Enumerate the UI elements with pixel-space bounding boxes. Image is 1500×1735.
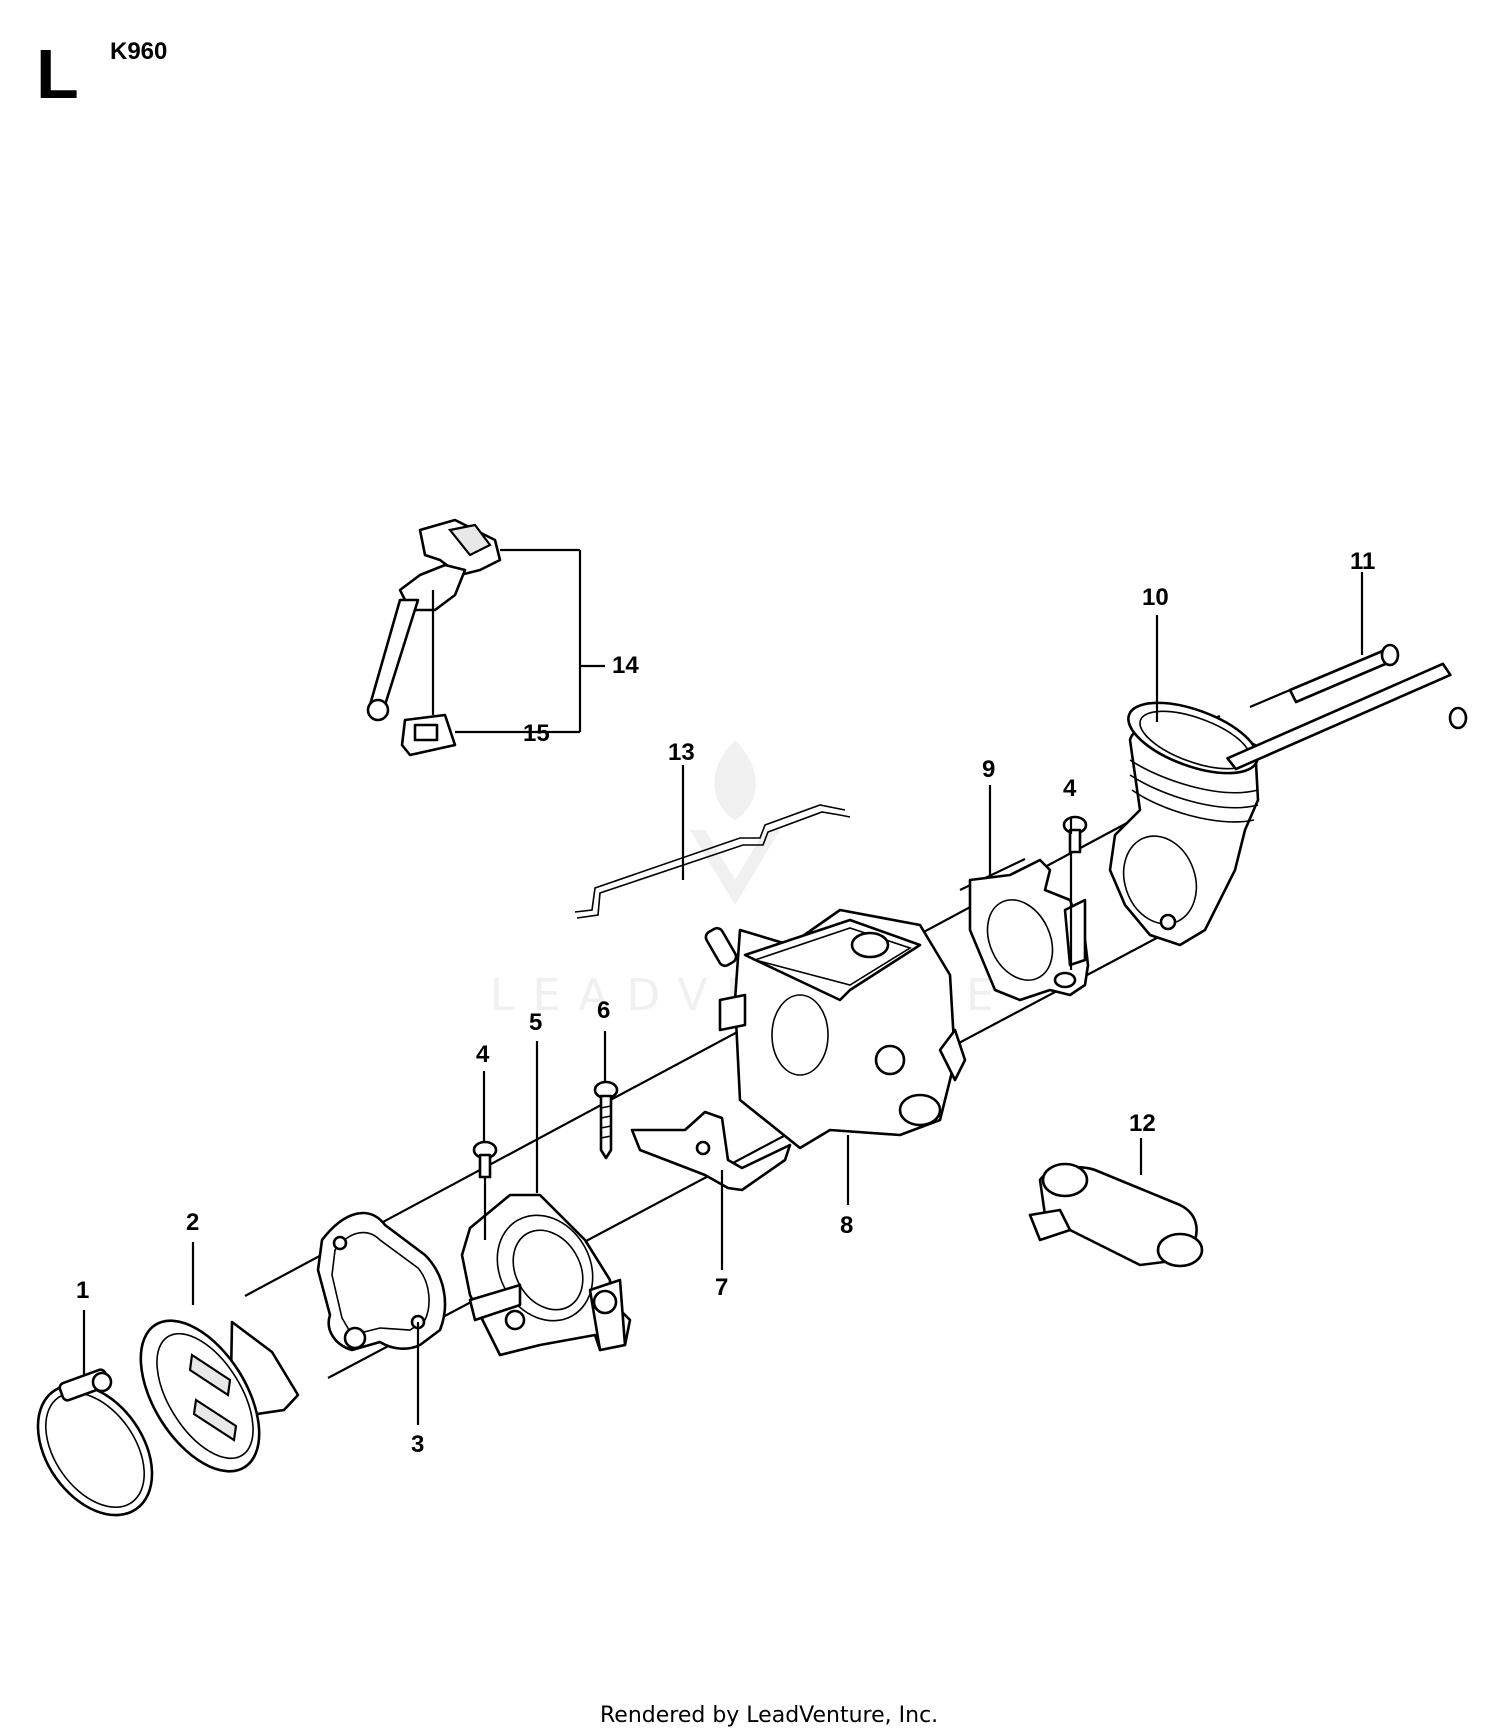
model-name: K960: [110, 38, 167, 65]
part-6-screw: [593, 1080, 619, 1160]
callout-12: 12: [1129, 1110, 1156, 1137]
callout-13: 13: [668, 739, 695, 766]
footer-credit: Rendered by LeadVenture, Inc.: [600, 1703, 938, 1728]
part-13-rod: [574, 804, 851, 919]
part-10-intake-manifold: [1108, 701, 1260, 947]
part-12-tube: [1028, 1162, 1204, 1268]
callout-15: 15: [523, 720, 550, 747]
callout-7: 7: [715, 1274, 728, 1301]
callout-11: 11: [1350, 548, 1375, 575]
callout-8: 8: [840, 1212, 853, 1239]
callout-6: 6: [597, 997, 610, 1024]
part-3-gasket: [316, 1211, 447, 1352]
callout-10: 10: [1142, 584, 1169, 611]
callout-4-left: 4: [476, 1041, 490, 1068]
part-5-adapter: [460, 1193, 632, 1357]
callout-2: 2: [186, 1209, 199, 1236]
part-15-clip: [400, 713, 457, 757]
part-2-intake-boot: [139, 1319, 300, 1473]
callout-9: 9: [982, 756, 995, 783]
part-7-shield: [630, 1110, 792, 1192]
section-letter: L: [36, 35, 79, 113]
part-4-screw-right: [1062, 815, 1088, 854]
callout-14: 14: [612, 652, 639, 679]
callout-1: 1: [76, 1277, 89, 1304]
callout-3: 3: [411, 1431, 424, 1458]
part-11-long-bolts: [1226, 643, 1468, 771]
part-14-choke-lever: [366, 518, 502, 722]
callout-4-right: 4: [1063, 775, 1077, 802]
callout-5: 5: [529, 1009, 542, 1036]
leader-lines: [82, 548, 1364, 1425]
part-8-carburetor: [704, 908, 967, 1150]
callout-numbers: 1 2 3 4 4 5 6 7 8 9 10 11 12 13 14 15: [76, 548, 1375, 1458]
part-1-hose-clamp: [36, 1368, 154, 1517]
